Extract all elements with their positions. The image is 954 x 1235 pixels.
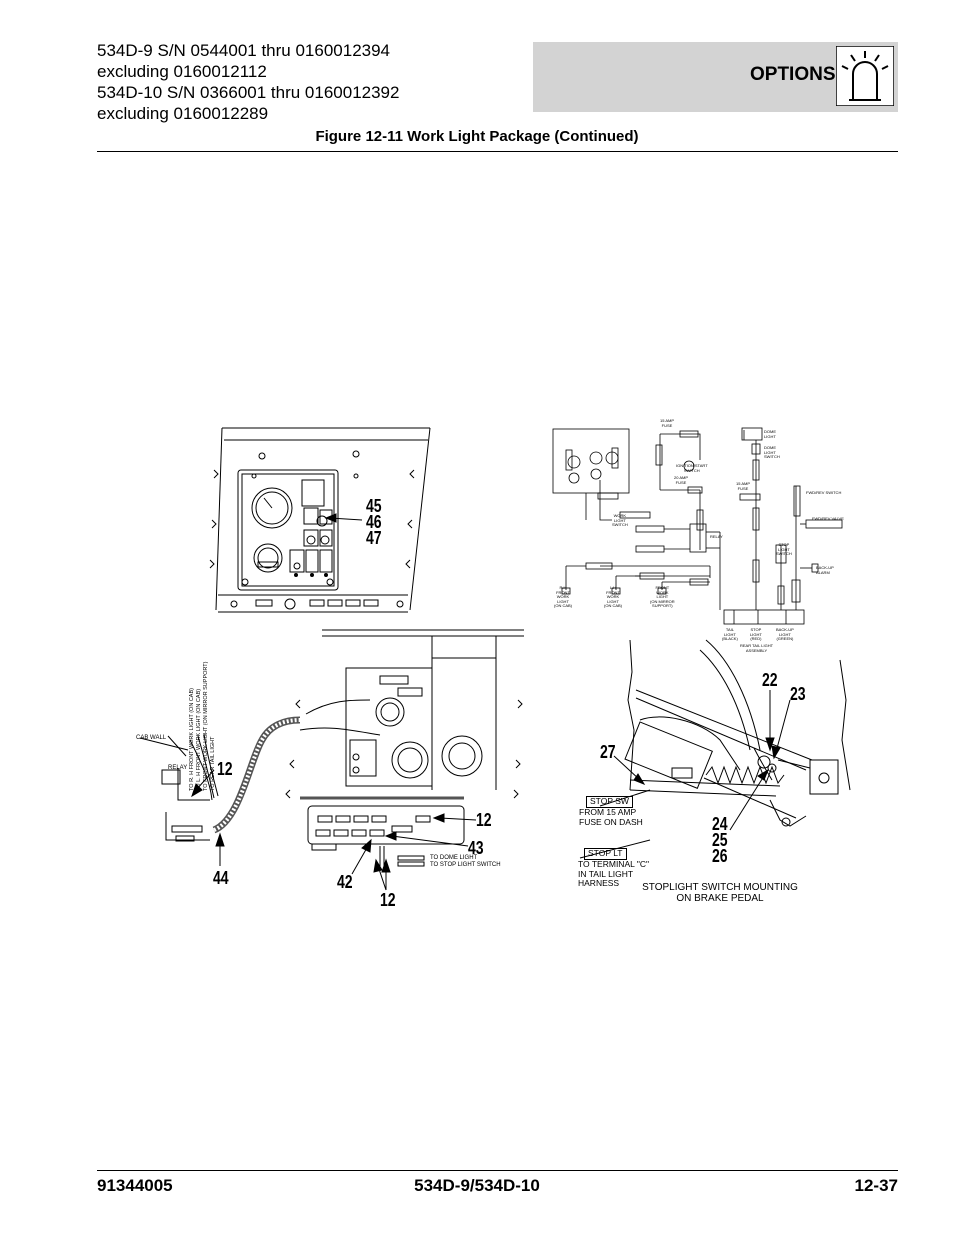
schematic-dome-switch: DOME LIGHT SWITCH [764,445,780,459]
callout-23: 23 [790,684,806,704]
footer-rule [97,1170,898,1171]
callout-12-relay: 12 [217,759,233,779]
callout-45: 45 [366,496,382,516]
callout-26: 26 [712,846,728,866]
stop-sw-tag: STOP SW [586,796,633,808]
model-name: 534D-9/534D-10 [414,1176,540,1195]
header-rule [97,151,898,152]
relay-label: RELAY [168,765,188,771]
schematic-dome-light: DOME LIGHT [764,429,776,439]
callout-27: 27 [600,742,616,762]
schematic-ignition: IGNITION/START SWITCH [676,463,708,473]
cab-wall-label: CAB WALL [136,735,167,741]
to-dome-label: TO DOME LIGHT [430,855,478,861]
schematic-backup-light: BACK-UP LIGHT (GREEN) [776,627,794,641]
callout-46: 46 [366,512,382,532]
pedal-caption: STOPLIGHT SWITCH MOUNTING ON BRAKE PEDAL [642,882,798,904]
callout-44: 44 [213,868,229,888]
serial-range: 534D-9 S/N 0544001 thru 0160012394 exclu… [97,40,399,124]
schematic-front-mirror: FRONT WORK LIGHT (ON MIRROR SUPPORT) [650,585,675,608]
schematic-rh-front: R.H FRONT WORK LIGHT (ON CAB) [554,585,572,608]
schematic-backup-alarm: BACK-UP ALARM [816,565,834,575]
work-light-icon [836,46,894,106]
part-number: 91344005 [97,1176,173,1195]
serial-line-1: 534D-9 S/N 0544001 thru 0160012394 [97,41,391,60]
schematic-relay: RELAY [710,534,723,539]
stop-sw-note: FROM 15 AMP FUSE ON DASH [579,807,643,827]
schematic-stop-switch: STOP LIGHT SWITCH [776,542,792,556]
callout-22: 22 [762,670,778,690]
serial-line-3: 534D-10 S/N 0366001 thru 0160012392 [97,83,400,102]
schematic-stop-light: STOP LIGHT (RED) [750,627,762,641]
schematic-rear-assembly: REAR TAIL LIGHT ASSEMBLY [740,643,774,653]
schematic-tail-light: TAIL LIGHT (BLACK) [722,627,738,641]
serial-line-2: excluding 0160012112 [97,62,267,81]
schematic-fuse20: 20 AMP FUSE [674,475,689,485]
callout-25: 25 [712,830,728,850]
callout-12-panel: 12 [476,810,492,830]
to-stop-label: TO STOP LIGHT SWITCH [430,862,501,868]
page-number: 12-37 [854,1176,898,1195]
schematic-fwd-rev-valve: FWD/REV VALVE [812,516,844,521]
section-label: OPTIONS [750,64,836,85]
schematic-fuse15-mid: 15 AMP FUSE [736,481,751,491]
serial-line-4: excluding 0160012289 [97,104,269,123]
callout-43: 43 [468,838,484,858]
stop-lt-tag: STOP LT [584,848,627,860]
figure-title: Figure 12-11 Work Light Package (Continu… [315,128,639,145]
schematic-lh-front: L.H FRONT WORK LIGHT (ON CAB) [604,585,622,608]
stop-lt-note: TO TERMINAL "C" IN TAIL LIGHT HARNESS [578,859,650,888]
callout-42: 42 [337,872,353,892]
callout-12-bottom: 12 [380,890,396,910]
schematic-work-light-switch: WORK LIGHT SWITCH [612,513,628,527]
schematic-fuse15-top: 15 AMP FUSE [660,418,675,428]
schematic-fwd-rev-switch: FWD/REV SWITCH [806,490,842,495]
callout-47: 47 [366,528,382,548]
callout-24: 24 [712,814,728,834]
